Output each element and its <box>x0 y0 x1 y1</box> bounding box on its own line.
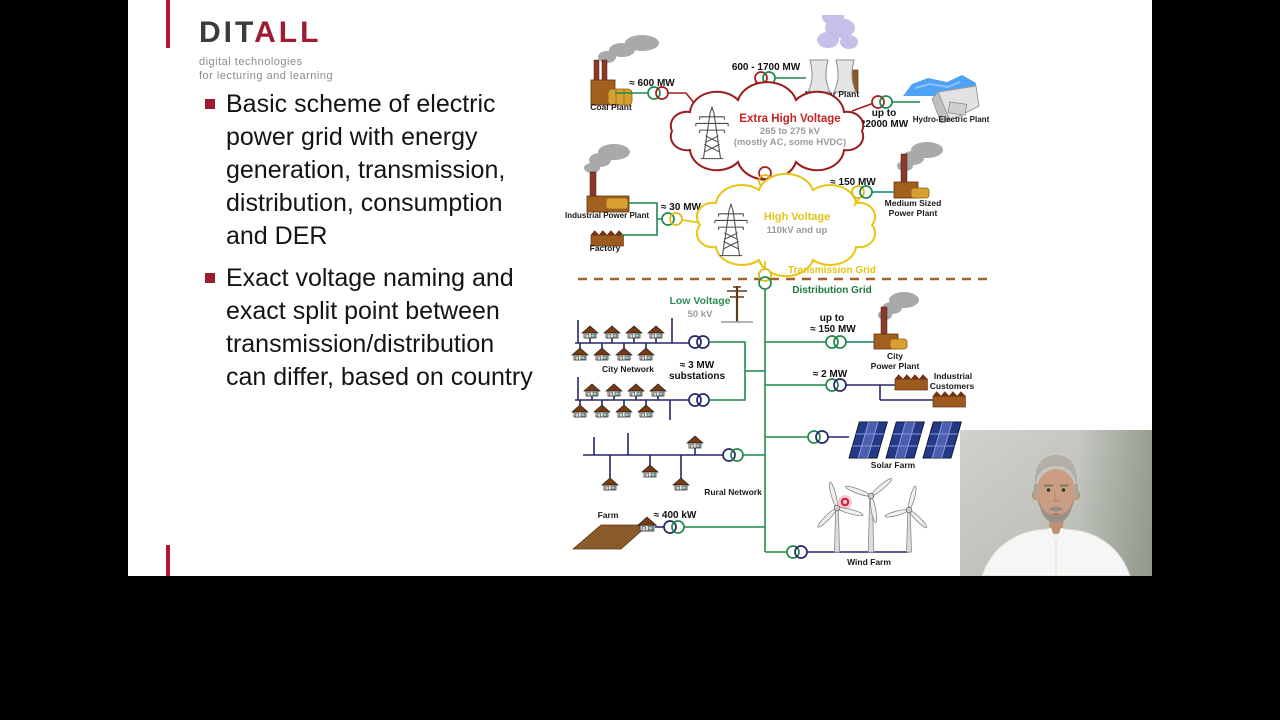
nuclear-mw-label: 600 - 1700 MW <box>732 62 801 73</box>
medium-plant-label1: Medium Sized <box>885 198 942 208</box>
medium-transformer-icon <box>851 185 873 199</box>
city-power-plant-icon <box>873 292 919 350</box>
rural-network-label: Rural Network <box>704 487 762 497</box>
ic-transformer-icon <box>825 378 847 392</box>
laser-pointer-dot <box>838 495 852 509</box>
ehv-title: Extra High Voltage <box>739 113 840 125</box>
city-network-label: City Network <box>602 364 654 374</box>
low-voltage-area: Low Voltage 50 kV <box>669 286 753 323</box>
ic-factory2-icon <box>932 391 966 408</box>
utility-pole-icon <box>721 286 753 323</box>
ehv-kv-label: 265 to 275 kV <box>760 126 821 137</box>
webcam-overlay <box>960 430 1152 577</box>
hydro-mw-label: 22000 MW <box>860 119 909 130</box>
hv-kv-label: 110kV and up <box>767 225 828 236</box>
ic-label2: Customers <box>930 381 975 391</box>
accent-bar-top <box>166 0 170 48</box>
rural-transformer-icon <box>722 448 744 462</box>
solar-farm-icon <box>848 421 962 459</box>
bullet-list: Basic scheme of electric power grid with… <box>205 88 537 403</box>
bullet-item-1: Basic scheme of electric power grid with… <box>205 88 537 253</box>
factory-label: Factory <box>590 243 621 253</box>
wind-farm-icon <box>817 478 928 553</box>
citypp-transformer-icon <box>825 335 847 349</box>
coal-mw-label: ≈ 600 MW <box>629 78 675 89</box>
hydro-plant-label: Hydro-Electric Plant <box>913 115 990 124</box>
rural-network-icon <box>601 435 704 491</box>
power-grid-diagram: ≈ 600 MW Coal Plant 600 - 1700 MW Nuclea… <box>565 15 990 567</box>
substation-transformer2-icon <box>688 393 710 407</box>
farm-transformer-icon <box>663 520 685 534</box>
wind-farm-label: Wind Farm <box>847 557 891 567</box>
ehv-note-label: (mostly AC, some HVDC) <box>734 137 847 148</box>
distribution-grid-label: Distribution Grid <box>792 285 871 296</box>
ehv-cloud: Extra High Voltage 265 to 275 kV (mostly… <box>669 81 865 181</box>
hydro-upto-label: up to <box>872 108 896 119</box>
industrial-plant-label: Industrial Power Plant <box>565 211 649 220</box>
industrial-mw-label: ≈ 30 MW <box>661 202 701 213</box>
divider-transformer-icon <box>758 268 772 290</box>
medium-plant-label2: Power Plant <box>889 208 938 218</box>
substations-mw-label: ≈ 3 MW <box>680 360 715 371</box>
solar-farm-label: Solar Farm <box>871 460 916 470</box>
lv-title: Low Voltage <box>669 295 730 307</box>
solar-transformer-icon <box>807 430 829 444</box>
logo-tagline: digital technologies for lecturing and l… <box>199 55 333 83</box>
industrial-transformer-icon <box>661 212 683 226</box>
logo-tagline-line2: for lecturing and learning <box>199 70 334 82</box>
citypp-label1: City <box>887 351 903 361</box>
lv-kv-label: 50 kV <box>688 309 713 320</box>
farm-kw-label: ≈ 400 kW <box>654 510 697 521</box>
medium-plant-icon <box>893 142 943 199</box>
citypp-upto-label: up to <box>820 313 844 324</box>
city-network-cluster2 <box>571 377 692 420</box>
grid-divider: Transmission Grid Distribution Grid <box>578 265 988 296</box>
logo-all: ALL <box>254 16 322 49</box>
logo-tagline-line1: digital technologies <box>199 56 303 68</box>
substations-label: substations <box>669 371 726 382</box>
hv-cloud: High Voltage 110kV and up <box>695 172 877 278</box>
transmission-grid-label: Transmission Grid <box>788 265 876 276</box>
wind-transformer-icon <box>786 545 808 559</box>
ic-factory1-icon <box>894 374 928 391</box>
coal-plant-label: Coal Plant <box>590 102 632 112</box>
city-network-cluster1 <box>571 318 692 361</box>
hydro-plant-icon <box>903 75 980 124</box>
accent-bar-bottom <box>166 545 170 576</box>
presenter-figure <box>981 455 1131 577</box>
bullet-item-2: Exact voltage naming and exact split poi… <box>205 262 537 394</box>
farm-icon <box>571 516 657 550</box>
nuclear-plant-label: Nuclear Plant <box>805 89 859 99</box>
ic-label1: Industrial <box>934 371 972 381</box>
farm-label: Farm <box>598 510 619 520</box>
industrial-power-plant-icon <box>584 144 630 213</box>
hydro-transformer-icon <box>871 95 893 109</box>
hv-title: High Voltage <box>764 211 830 223</box>
logo-dit: DIT <box>199 16 255 49</box>
presenter-video <box>960 430 1152 577</box>
nuclear-plant-icon <box>807 15 859 93</box>
citypp-label2: Power Plant <box>871 361 920 371</box>
logo-wordmark: DITALL <box>199 16 333 50</box>
ditall-logo: DITALL digital technologies for lecturin… <box>199 16 333 83</box>
medium-mw-label: ≈ 150 MW <box>830 177 876 188</box>
ic-mw-label: ≈ 2 MW <box>813 369 848 380</box>
presentation-slide: DITALL digital technologies for lecturin… <box>128 0 1152 577</box>
substation-transformer1-icon <box>688 335 710 349</box>
citypp-mw-label: ≈ 150 MW <box>810 324 856 335</box>
